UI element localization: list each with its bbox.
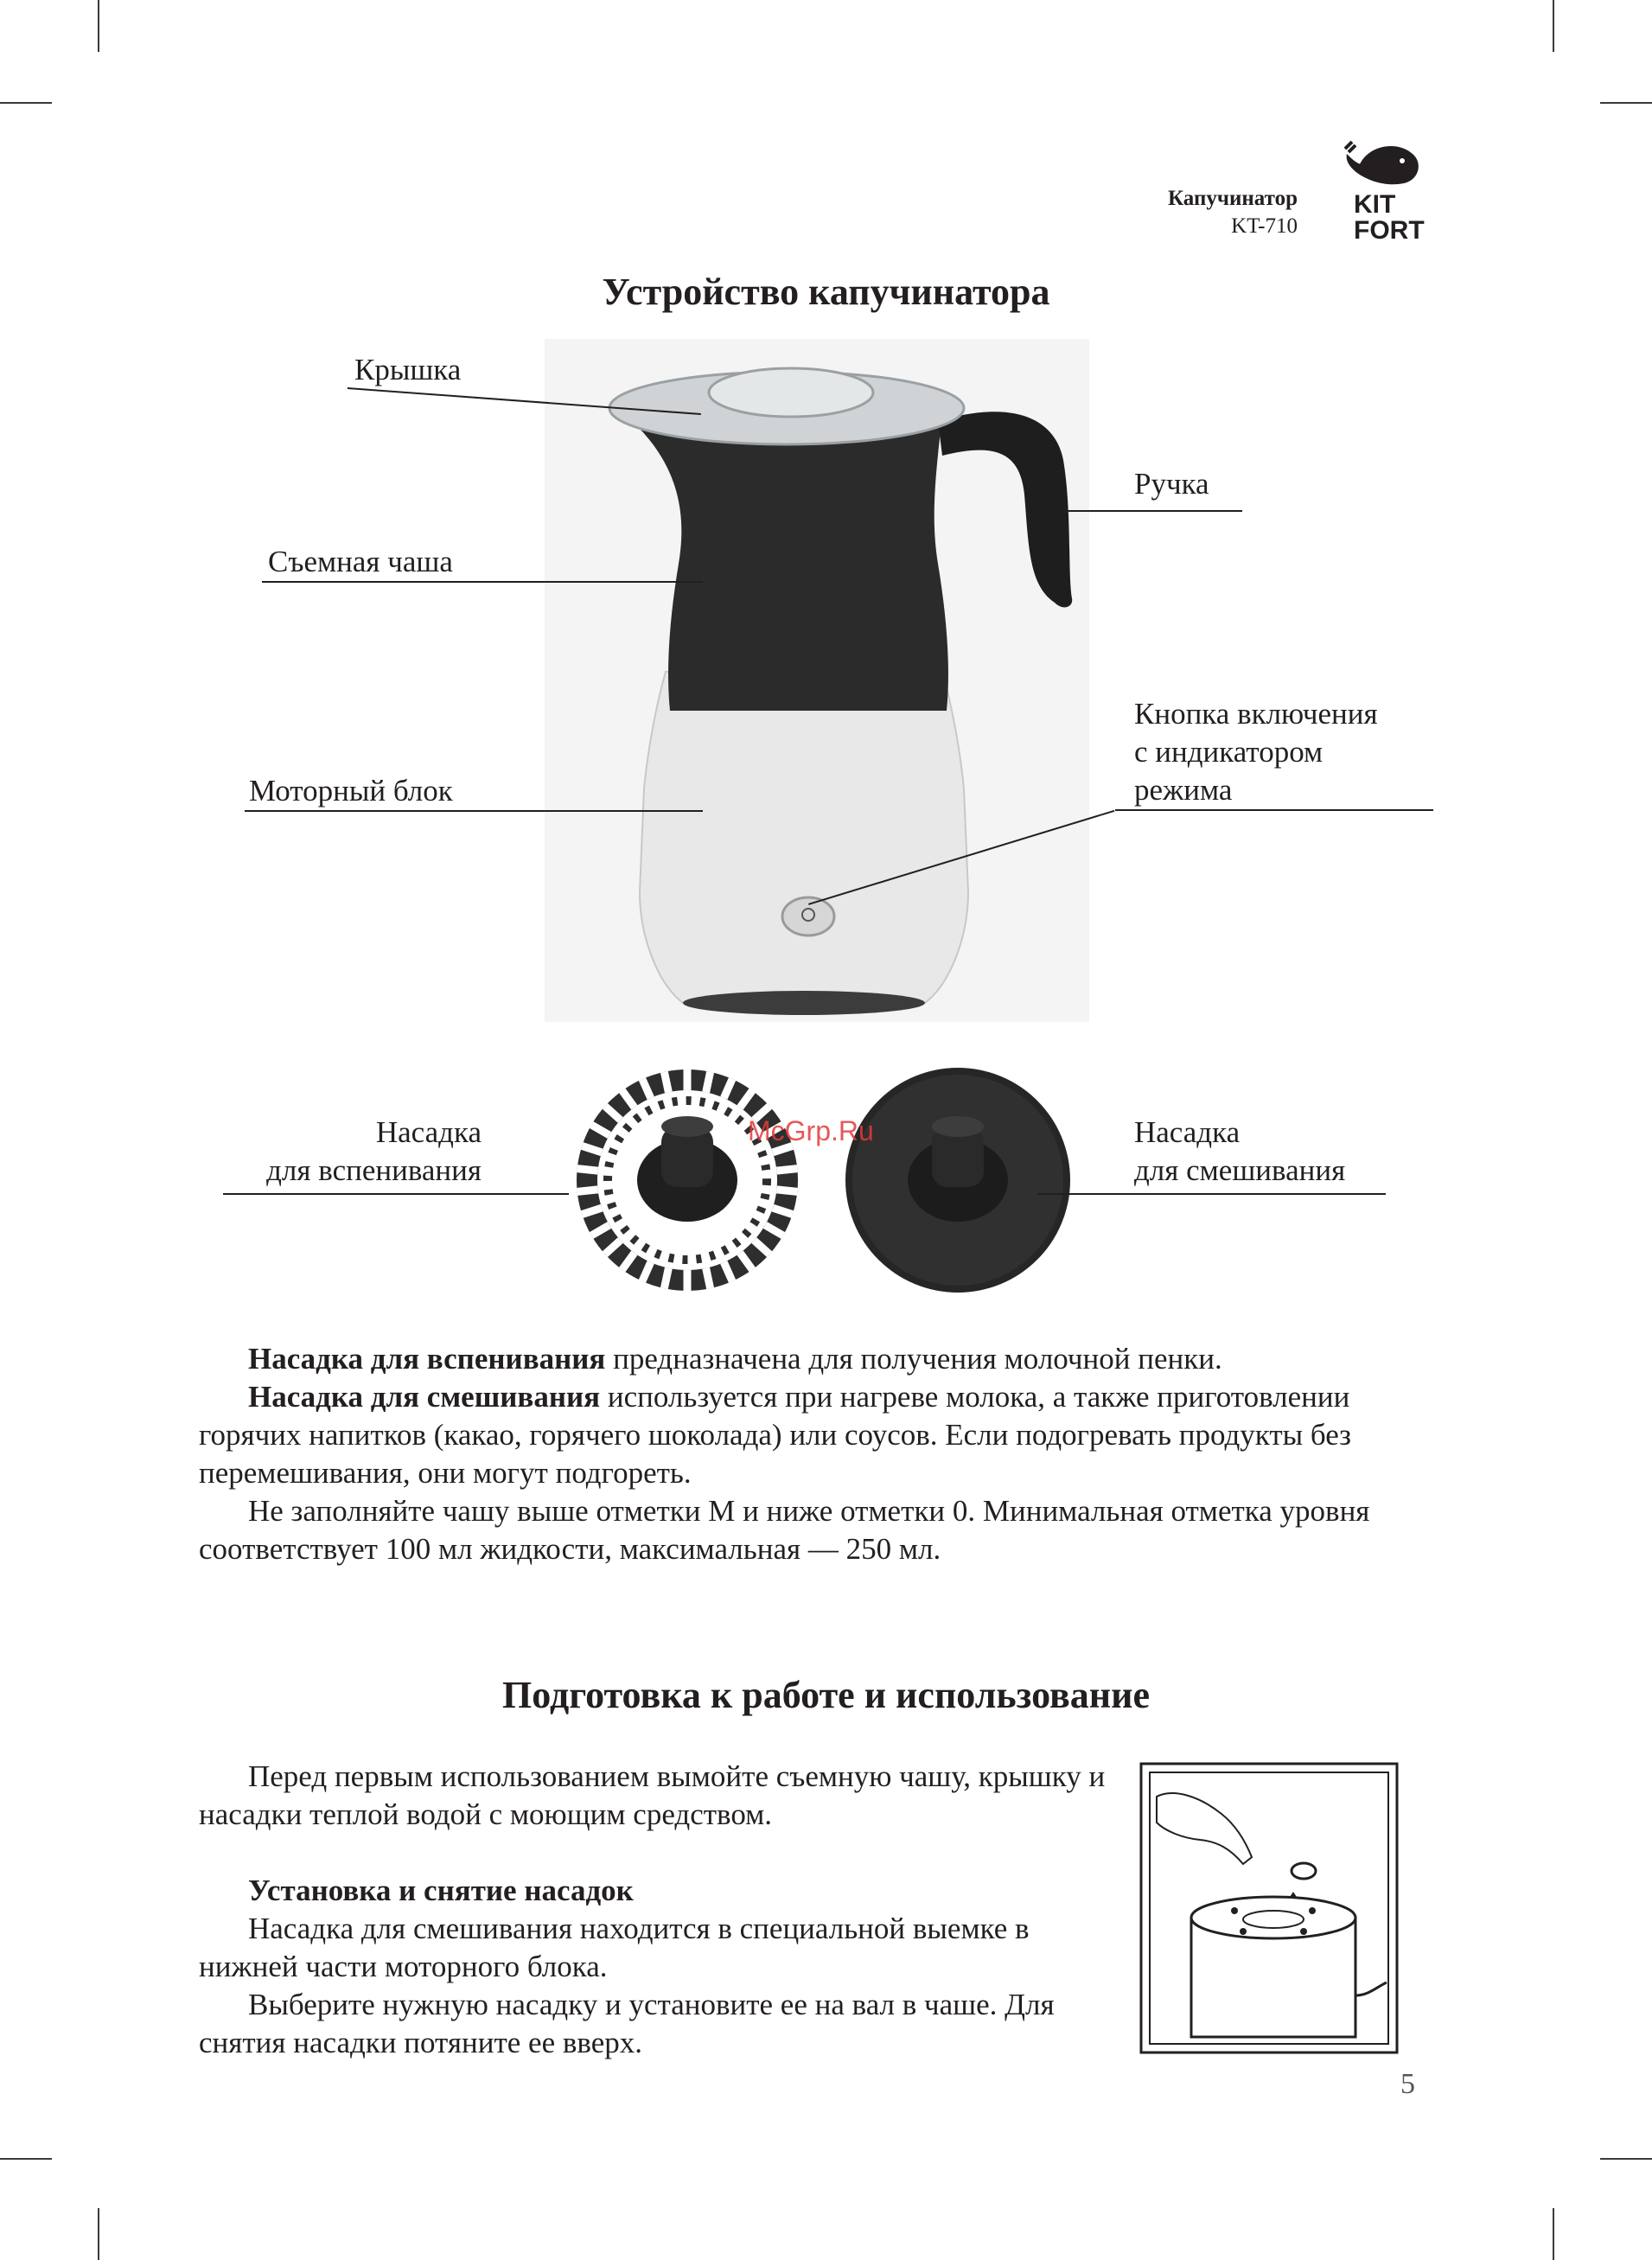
paragraph-install: Выберите нужную насадку и установите ее …	[199, 1988, 1055, 2059]
page-number: 5	[1400, 2068, 1415, 2100]
paragraph-whisk: Насадка для вспенивания предназначена дл…	[199, 1340, 1422, 1378]
crop-mark-top-right-v	[1553, 0, 1554, 52]
section2-title: Подготовка к работе и использование	[502, 1674, 1150, 1716]
motor-leader-line	[245, 810, 703, 812]
mixer-description: используется при нагреве молока, а также…	[199, 1380, 1352, 1490]
handle-leader-line	[1065, 510, 1242, 512]
logo-text: KIT FORT	[1354, 192, 1425, 244]
watermark: McGrp.Ru	[748, 1115, 874, 1146]
whisk-attachment-image	[577, 1069, 798, 1291]
mixer-attachment-image	[845, 1068, 1070, 1293]
kitfort-logo	[1343, 140, 1419, 185]
label-lid: Крышка	[354, 353, 462, 386]
subheading-attachments: Установка и снятие насадок	[248, 1874, 634, 1907]
section1-body: Насадка для вспенивания предназначена дл…	[199, 1340, 1422, 1568]
crop-mark-top-left-h	[0, 102, 52, 104]
paragraph-fill-level: Не заполняйте чашу выше отметки M и ниже…	[199, 1494, 1370, 1566]
label-mixer-line1: Насадка	[1134, 1115, 1241, 1149]
whisk-term: Насадка для вспенивания	[248, 1342, 606, 1376]
crop-mark-bottom-left-v	[98, 2208, 99, 2260]
paragraph-mixer: Насадка для смешивания используется при …	[199, 1378, 1422, 1492]
label-mixer-line2: для смешивания	[1134, 1153, 1346, 1187]
section1-title: Устройство капучинатора	[602, 271, 1050, 313]
logo-line2: FORT	[1354, 216, 1425, 245]
crop-mark-top-right-h	[1600, 102, 1652, 104]
label-motor: Моторный блок	[249, 774, 453, 808]
paragraph-first-use: Перед первым использованием вымойте съем…	[199, 1759, 1106, 1831]
crop-mark-bottom-right-v	[1553, 2208, 1554, 2260]
product-photo	[545, 339, 1089, 1022]
paragraph-storage: Насадка для смешивания находится в специ…	[199, 1912, 1030, 1983]
label-whisk-line1: Насадка	[375, 1115, 482, 1149]
header-product: Капучинатор	[1168, 187, 1298, 210]
label-button-line1: Кнопка включения	[1134, 697, 1378, 731]
button-leader-line-h	[1115, 809, 1433, 811]
mixer-leader-line	[1037, 1193, 1386, 1195]
section2-body: Перед первым использованием вымойте съем…	[199, 1758, 1115, 2062]
label-handle: Ручка	[1134, 467, 1209, 501]
label-whisk-line2: для вспенивания	[266, 1153, 482, 1187]
label-bowl: Съемная чаша	[268, 545, 453, 578]
logo-line1: KIT	[1354, 190, 1396, 219]
label-button-line2: с индикатором	[1134, 735, 1324, 769]
mixer-term: Насадка для смешивания	[248, 1380, 601, 1414]
bowl-leader-line	[262, 581, 703, 583]
whisk-leader-line	[223, 1193, 569, 1195]
whisk-description: предназначена для получения молочной пен…	[605, 1342, 1222, 1376]
install-illustration	[1139, 1762, 1399, 2054]
label-button-line3: режима	[1134, 773, 1233, 807]
header-model: KT-710	[1231, 214, 1298, 238]
crop-mark-top-left-v	[98, 0, 99, 52]
crop-mark-bottom-right-h	[1600, 2158, 1652, 2160]
crop-mark-bottom-left-h	[0, 2158, 52, 2160]
